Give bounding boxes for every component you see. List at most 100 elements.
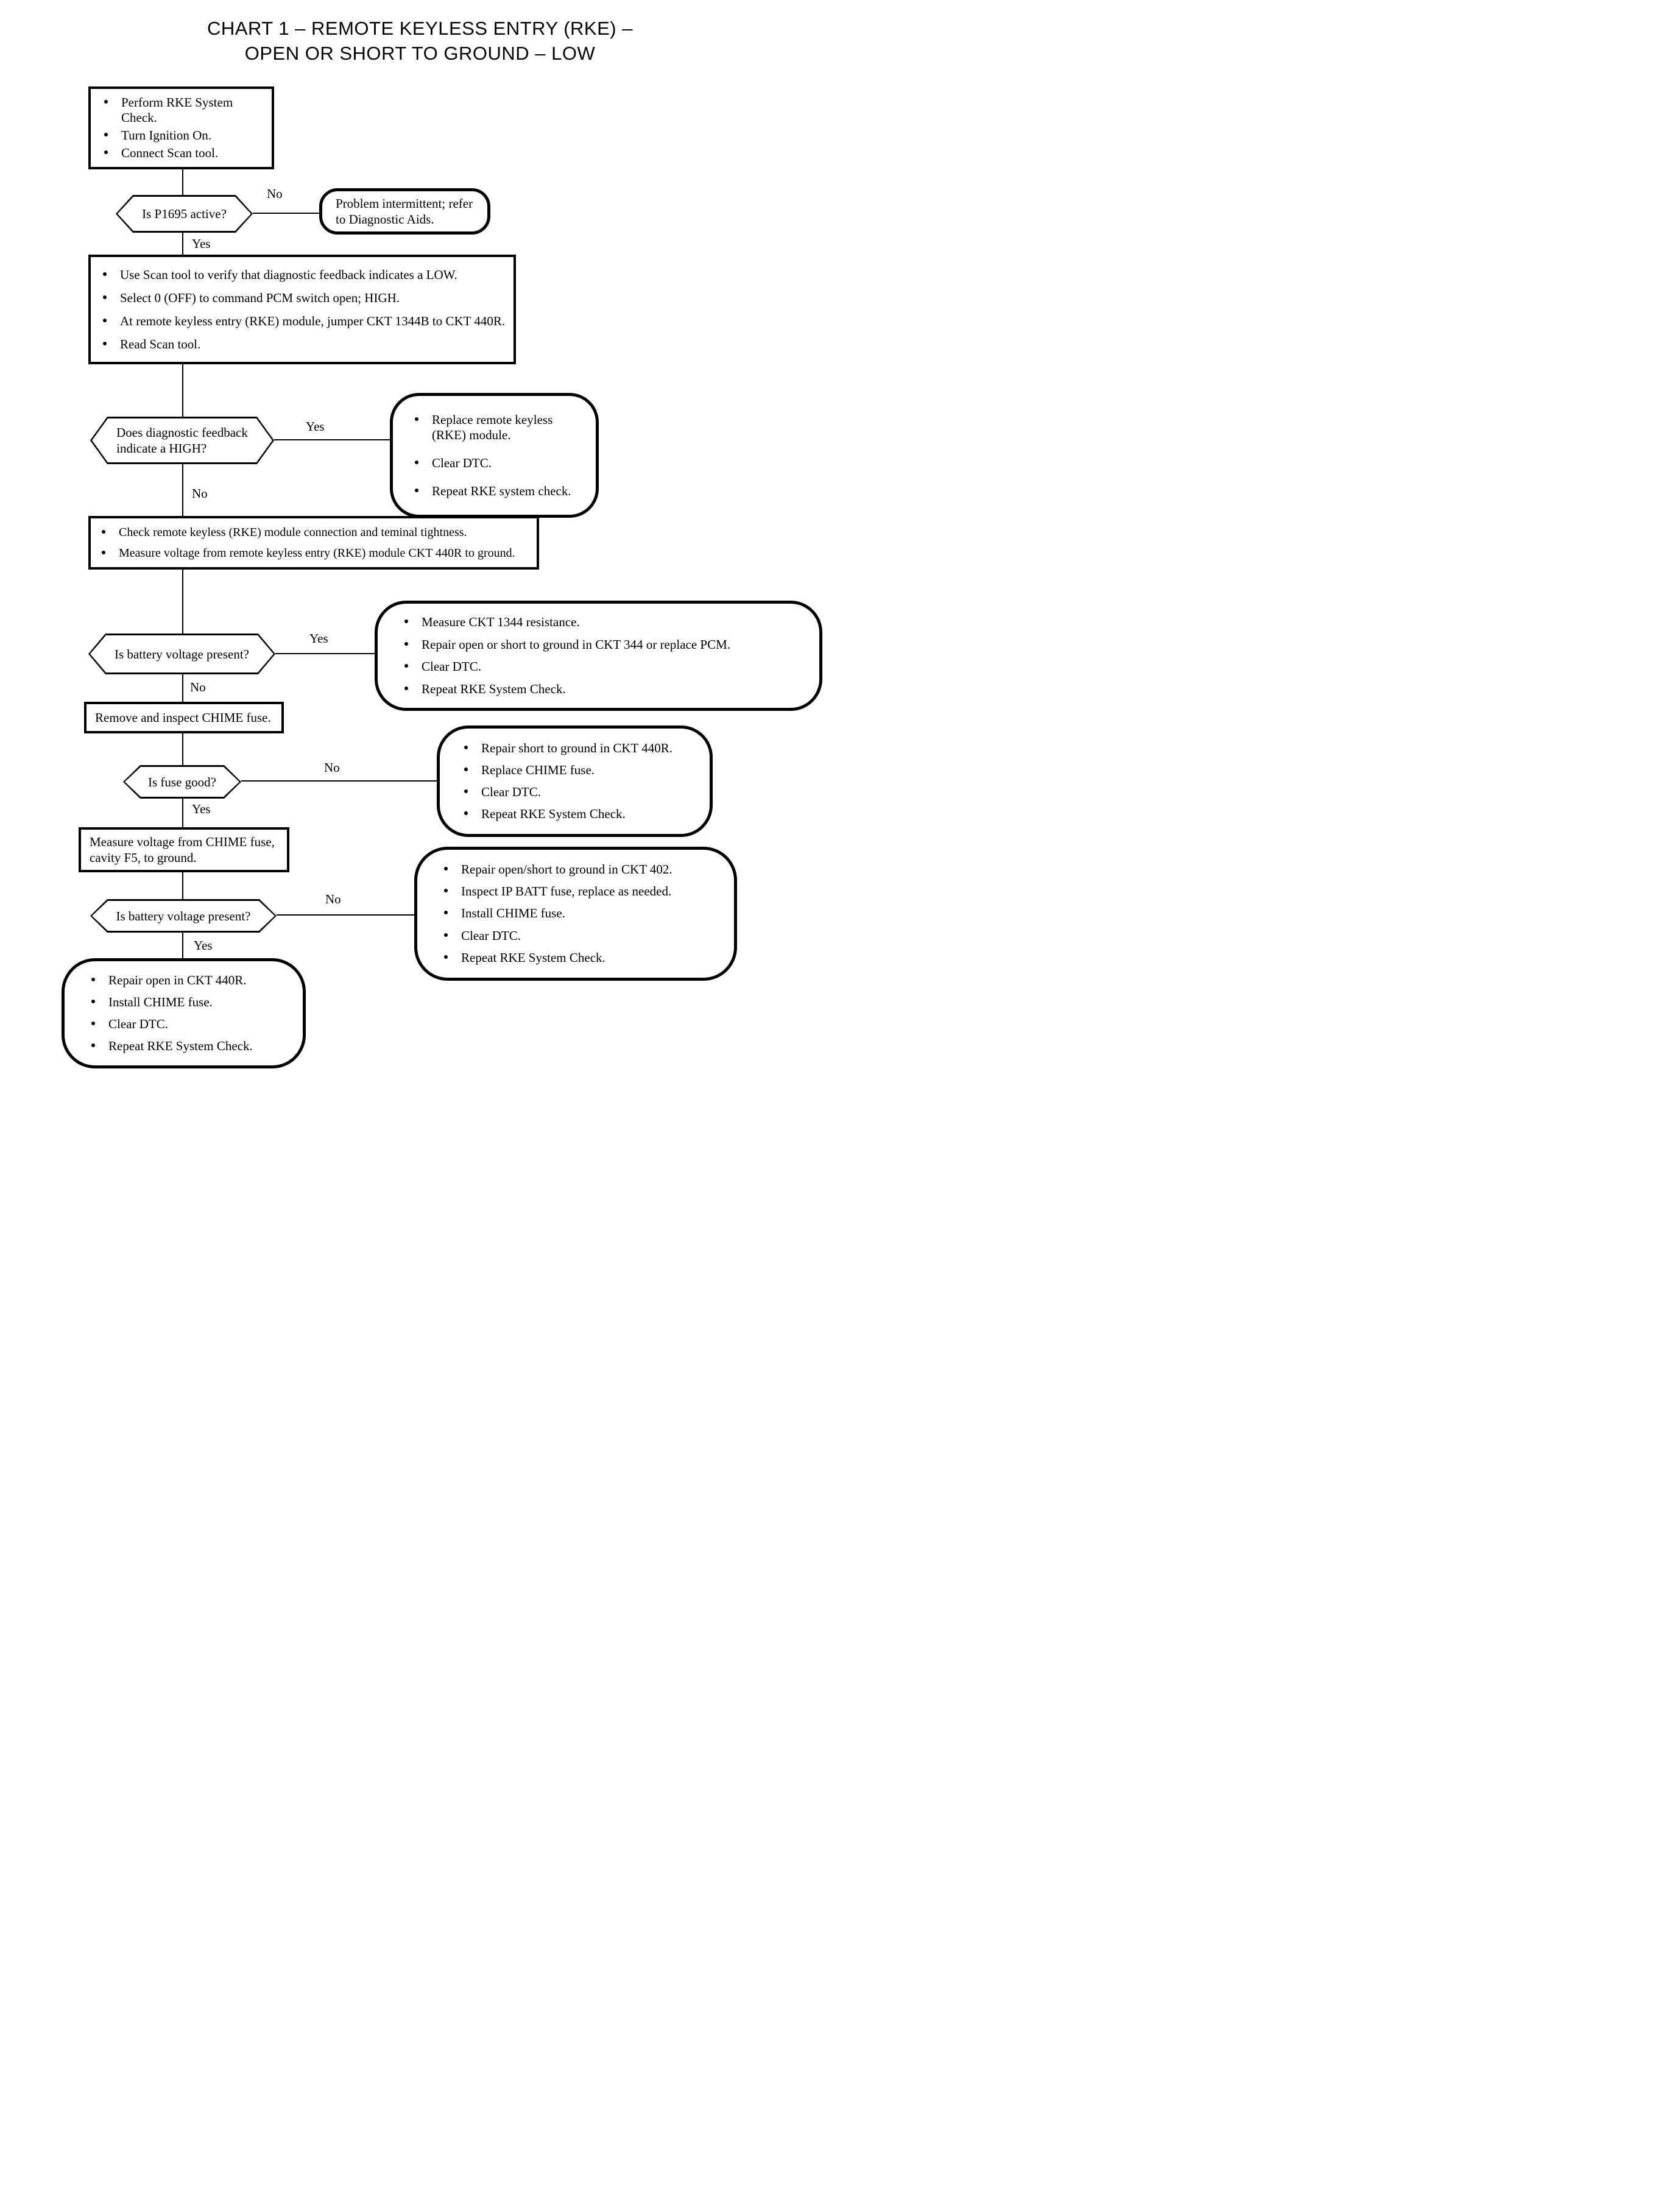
list-item: Repeat RKE System Check. bbox=[444, 950, 729, 966]
bullet-text: Inspect IP BATT fuse, replace as needed. bbox=[461, 884, 672, 899]
connector-line bbox=[182, 674, 183, 702]
bullet-dot bbox=[444, 889, 448, 893]
measure-chime-line2: cavity F5, to ground. bbox=[90, 850, 197, 865]
bullet-dot bbox=[91, 1000, 95, 1004]
measure-chime-box: Measure voltage from CHIME fuse, cavity … bbox=[79, 827, 289, 872]
list-item: Repair open/short to ground in CKT 402. bbox=[444, 862, 729, 877]
bullet-text: Check remote keyless (RKE) module connec… bbox=[119, 525, 467, 539]
edge-label-no: No bbox=[324, 760, 340, 775]
list-item: Install CHIME fuse. bbox=[444, 906, 729, 921]
bullet-text: Turn Ignition On. bbox=[121, 128, 211, 143]
bullet-dot bbox=[91, 1021, 95, 1025]
bullet-dot bbox=[103, 318, 107, 322]
hexagon-fill bbox=[90, 635, 274, 673]
bullet-dot bbox=[103, 272, 107, 276]
bullet-text: Repair open/short to ground in CKT 402. bbox=[461, 861, 672, 877]
bullet-text: Read Scan tool. bbox=[120, 336, 201, 351]
list-item: At remote keyless entry (RKE) module, ju… bbox=[103, 314, 510, 329]
list-item: Repair open in CKT 440R. bbox=[91, 973, 298, 988]
bullet-text: Repeat RKE system check. bbox=[432, 483, 571, 498]
bullet-text: Perform RKE System Check. bbox=[121, 95, 233, 125]
connector-line bbox=[182, 733, 183, 765]
page-title: CHART 1 – REMOTE KEYLESS ENTRY (RKE) – O… bbox=[0, 16, 840, 66]
hexagon-fill bbox=[92, 418, 272, 462]
bullet-dot bbox=[404, 641, 408, 646]
terminal-open-440r: Repair open in CKT 440R. Install CHIME f… bbox=[62, 958, 306, 1068]
list-item: Inspect IP BATT fuse, replace as needed. bbox=[444, 884, 729, 899]
flowchart-page: CHART 1 – REMOTE KEYLESS ENTRY (RKE) – O… bbox=[0, 0, 840, 1105]
terminal-short-440r: Repair short to ground in CKT 440R. Repl… bbox=[437, 725, 713, 837]
edge-label-no: No bbox=[192, 486, 208, 501]
page-title-line1: CHART 1 – REMOTE KEYLESS ENTRY (RKE) – bbox=[207, 18, 633, 39]
list-item: Check remote keyless (RKE) module connec… bbox=[102, 525, 534, 540]
bullet-text: Replace CHIME fuse. bbox=[481, 762, 595, 777]
bullet-dot bbox=[444, 933, 448, 937]
connector-line bbox=[182, 169, 183, 195]
page-title-line2: OPEN OR SHORT TO GROUND – LOW bbox=[244, 43, 596, 64]
list-item: Replace remote keyless (RKE) module. bbox=[415, 412, 590, 443]
bullet-text: Select 0 (OFF) to command PCM switch ope… bbox=[120, 290, 400, 305]
bullet-text: Measure CKT 1344 resistance. bbox=[422, 614, 580, 629]
hexagon-fill bbox=[118, 197, 251, 231]
connector-line bbox=[182, 872, 183, 899]
hexagon-fill bbox=[125, 767, 239, 797]
bullet-text: Repeat RKE System Check. bbox=[481, 807, 626, 822]
list-item: Connect Scan tool. bbox=[104, 146, 268, 161]
bullet-dot bbox=[104, 133, 108, 136]
decision-battery-voltage-1-text: Is battery voltage present? bbox=[115, 646, 249, 662]
list-item: Repeat RKE system check. bbox=[415, 484, 590, 499]
bullet-dot bbox=[103, 341, 107, 345]
decision-fuse-good: Is fuse good? bbox=[123, 765, 241, 799]
bullet-dot bbox=[91, 1043, 95, 1047]
bullet-text: Clear DTC. bbox=[481, 785, 541, 800]
connector-line bbox=[182, 464, 183, 516]
bullet-dot bbox=[102, 550, 105, 554]
list-item: Repeat RKE System Check. bbox=[404, 682, 813, 697]
check-module-box: Check remote keyless (RKE) module connec… bbox=[88, 516, 539, 570]
bullet-dot bbox=[444, 911, 448, 915]
connector-line bbox=[274, 439, 390, 440]
list-item: Clear DTC. bbox=[415, 456, 590, 471]
list-item: Perform RKE System Check. bbox=[104, 95, 268, 125]
bullet-text: Repeat RKE System Check. bbox=[108, 1038, 253, 1053]
bullet-text: Repair open or short to ground in CKT 34… bbox=[422, 637, 731, 652]
bullet-dot bbox=[103, 295, 107, 299]
bullet-text: Clear DTC. bbox=[422, 659, 481, 674]
list-item: Clear DTC. bbox=[464, 785, 705, 800]
bullet-text: Clear DTC. bbox=[461, 928, 521, 943]
list-item: Replace CHIME fuse. bbox=[464, 763, 705, 778]
list-item: Clear DTC. bbox=[404, 659, 813, 674]
list-item: Clear DTC. bbox=[444, 928, 729, 944]
edge-label-no: No bbox=[267, 186, 283, 201]
bullet-dot bbox=[464, 767, 468, 771]
decision-battery-voltage-2-text: Is battery voltage present? bbox=[116, 908, 251, 923]
list-item: Turn Ignition On. bbox=[104, 128, 268, 143]
edge-label-yes: Yes bbox=[306, 419, 325, 434]
list-item: Repeat RKE System Check. bbox=[464, 807, 705, 822]
list-item: Clear DTC. bbox=[91, 1017, 298, 1032]
bullet-dot bbox=[102, 529, 105, 534]
decision-fuse-good-text: Is fuse good? bbox=[148, 774, 216, 789]
start-box: Perform RKE System Check. Turn Ignition … bbox=[88, 86, 274, 169]
terminal-ckt402: Repair open/short to ground in CKT 402. … bbox=[414, 847, 737, 981]
measure-chime-line1: Measure voltage from CHIME fuse, bbox=[90, 835, 275, 849]
bullet-dot bbox=[91, 978, 95, 982]
decision-feedback-line1: Does diagnostic feedback bbox=[116, 425, 248, 440]
edge-label-no: No bbox=[190, 680, 206, 694]
decision-p1695: Is P1695 active? bbox=[116, 195, 253, 233]
connector-line bbox=[182, 364, 183, 417]
bullet-dot bbox=[104, 100, 108, 104]
terminal-intermittent: Problem intermittent; refer to Diagnosti… bbox=[319, 188, 490, 235]
remove-fuse-box: Remove and inspect CHIME fuse. bbox=[84, 702, 284, 733]
bullet-dot bbox=[415, 488, 418, 492]
edge-label-yes: Yes bbox=[192, 802, 211, 816]
list-item: Measure CKT 1344 resistance. bbox=[404, 615, 813, 630]
bullet-text: Install CHIME fuse. bbox=[108, 995, 213, 1010]
list-item: Use Scan tool to verify that diagnostic … bbox=[103, 267, 510, 283]
terminal-ckt1344: Measure CKT 1344 resistance. Repair open… bbox=[375, 601, 822, 711]
bullet-text: Clear DTC. bbox=[432, 455, 492, 470]
edge-label-yes: Yes bbox=[192, 236, 211, 251]
list-item: Install CHIME fuse. bbox=[91, 995, 298, 1010]
connector-line bbox=[241, 780, 437, 782]
bullet-text: Repeat RKE System Check. bbox=[461, 950, 605, 966]
